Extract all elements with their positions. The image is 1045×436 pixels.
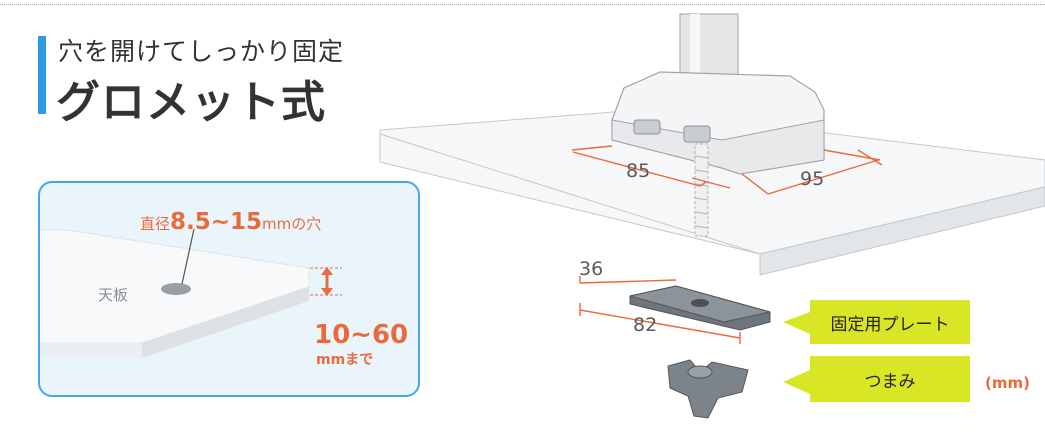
bolt <box>694 143 709 237</box>
plate-callout-pointer <box>783 312 810 334</box>
hole-diameter-label: 直径8.5~15mmの穴 <box>140 209 321 235</box>
tabletop-label: 天板 <box>98 286 129 304</box>
unit-note: (mm) <box>985 374 1030 392</box>
heading-title: グロメット式 <box>56 77 326 128</box>
heading-accent-bar <box>38 36 46 114</box>
hole-leader-line <box>181 228 195 285</box>
plate-length-dimension <box>579 303 741 344</box>
clamp-base <box>611 71 825 175</box>
dimension-82: 82 <box>633 314 658 336</box>
tabletop-illustration <box>40 228 342 358</box>
fixing-plate-callout: 固定用プレート <box>810 300 970 344</box>
top-dotted-rule <box>0 4 1045 5</box>
knob-callout: つまみ <box>810 356 970 402</box>
heading-subtitle: 穴を開けてしっかり固定 <box>58 37 345 66</box>
knob-callout-pointer <box>783 370 810 394</box>
dimension-85: 85 <box>626 160 651 182</box>
hole-spec-inset: 直径8.5~15mmの穴 天板 10~60 mmまで <box>38 181 420 397</box>
base-depth-dimension <box>571 145 731 189</box>
base-width-dimension <box>741 149 883 195</box>
thickness-unit: mmまで <box>316 352 374 368</box>
hole-size-value: 8.5~15 <box>170 209 263 235</box>
hole-mark <box>161 283 191 295</box>
plate-width-dimension <box>579 276 677 284</box>
hole-suffix: mmの穴 <box>262 215 322 233</box>
knob <box>667 359 749 419</box>
hole-prefix: 直径 <box>140 215 171 233</box>
thickness-value: 10~60 <box>314 320 409 350</box>
dimension-36: 36 <box>579 258 604 280</box>
dimension-95: 95 <box>800 168 825 190</box>
fixing-plate <box>629 285 771 331</box>
